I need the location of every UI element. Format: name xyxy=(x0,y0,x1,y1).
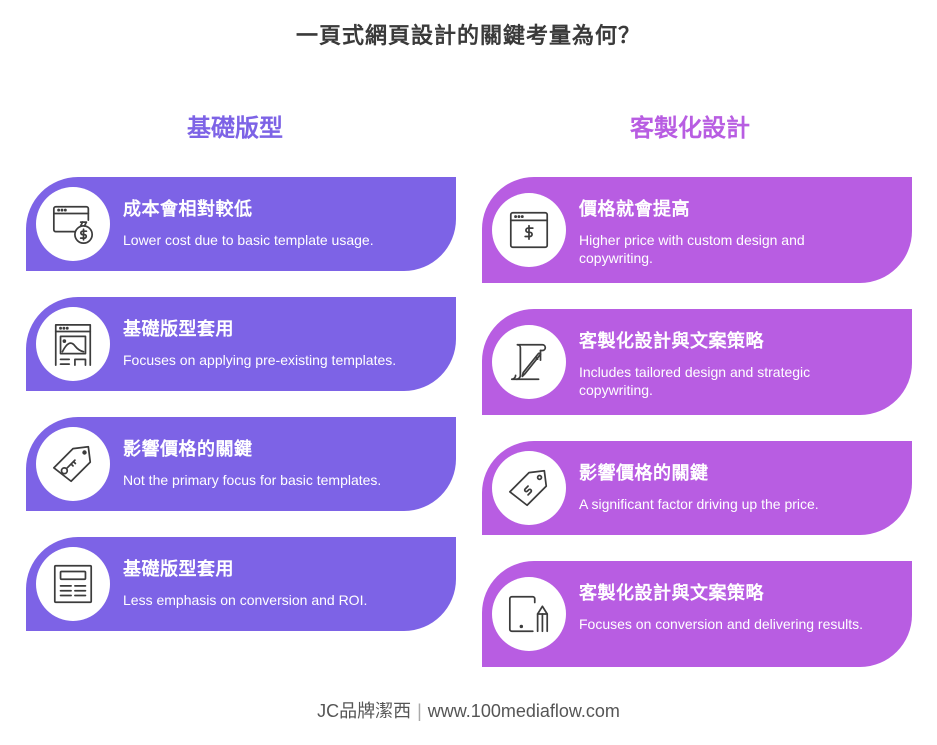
custom-card-conversion: 客製化設計與文案策略 Focuses on conversion and del… xyxy=(482,561,912,667)
card-description: Lower cost due to basic template usage. xyxy=(123,232,374,248)
page-title: 一頁式網頁設計的關鍵考量為何？ xyxy=(295,23,641,48)
basic-card-conversion: 基礎版型套用 Less emphasis on conversion and R… xyxy=(26,537,456,631)
card-description: Less emphasis on conversion and ROI. xyxy=(123,592,368,608)
footer-brand: JC品牌潔西 xyxy=(317,701,412,721)
browser-dollar-icon xyxy=(492,193,566,267)
custom-card-price: 價格就會提高 Higher price with custom design a… xyxy=(482,177,912,283)
price-tag-dollar-icon xyxy=(492,451,566,525)
card-description: Focuses on applying pre-existing templat… xyxy=(123,352,397,368)
column-heading-basic: 基礎版型 xyxy=(187,115,283,142)
card-title: 價格就會提高 xyxy=(579,199,690,219)
card-title: 成本會相對較低 xyxy=(123,199,253,219)
custom-card-design-copy: 客製化設計與文案策略 Includes tailored design and … xyxy=(482,309,912,415)
card-description: Focuses on conversion and delivering res… xyxy=(579,616,864,632)
card-title: 客製化設計與文案策略 xyxy=(579,331,764,351)
basic-card-cost: 成本會相對較低 Lower cost due to basic template… xyxy=(26,177,456,271)
key-tag-icon xyxy=(36,427,110,501)
basic-card-template: 基礎版型套用 Focuses on applying pre-existing … xyxy=(26,297,456,391)
column-heading-custom: 客製化設計 xyxy=(630,115,750,142)
basic-card-price-key: 影響價格的關鍵 Not the primary focus for basic … xyxy=(26,417,456,511)
card-description: Includes tailored design and strategic c… xyxy=(579,364,811,398)
card-title: 基礎版型套用 xyxy=(123,559,234,579)
card-title: 影響價格的關鍵 xyxy=(579,463,709,483)
browser-money-bag-icon xyxy=(36,187,110,261)
footer-separator: | xyxy=(417,701,422,721)
layout-document-icon xyxy=(36,547,110,621)
custom-card-price-factor: 影響價格的關鍵 A significant factor driving up … xyxy=(482,441,912,535)
card-title: 基礎版型套用 xyxy=(123,319,234,339)
card-description: Higher price with custom design and copy… xyxy=(579,232,805,266)
footer-url[interactable]: www.100mediaflow.com xyxy=(427,701,620,721)
browser-template-image-icon xyxy=(36,307,110,381)
card-description: A significant factor driving up the pric… xyxy=(579,496,819,512)
footer: JC品牌潔西|www.100mediaflow.com xyxy=(0,697,937,723)
tablet-pencil-icon xyxy=(492,577,566,651)
scroll-pen-icon xyxy=(492,325,566,399)
card-title: 影響價格的關鍵 xyxy=(123,439,253,459)
card-description: Not the primary focus for basic template… xyxy=(123,472,382,488)
card-title: 客製化設計與文案策略 xyxy=(579,583,764,603)
